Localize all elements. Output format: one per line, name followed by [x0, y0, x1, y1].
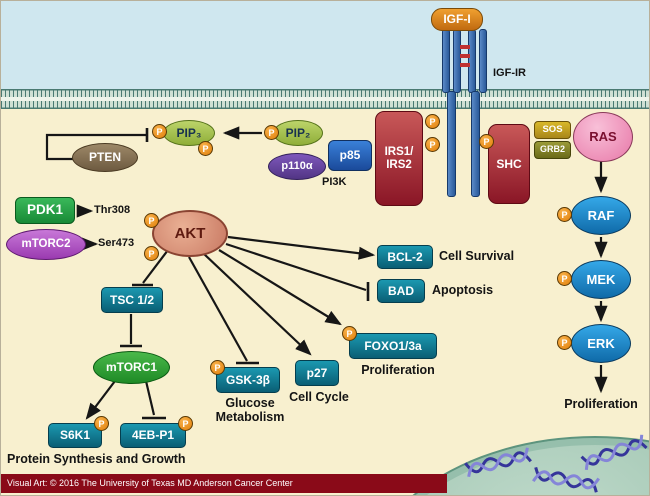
- extracellular-region: [1, 1, 649, 91]
- node-p85: p85: [328, 140, 372, 171]
- node-label: TSC 1/2: [109, 292, 154, 307]
- node-pdk1: PDK1: [15, 197, 75, 224]
- cell-membrane: [1, 89, 649, 109]
- node-mtorc2: mTORC2: [6, 229, 86, 260]
- phospho-icon: P: [557, 207, 572, 222]
- igfir-receptor-bar: [442, 29, 450, 93]
- node-label: IGF-I: [443, 12, 471, 27]
- credit-banner: Visual Art: © 2016 The University of Tex…: [1, 474, 447, 493]
- dna-helix: [464, 447, 532, 478]
- node-igf1: IGF-I: [431, 8, 483, 31]
- node-tsc12: TSC 1/2: [101, 287, 163, 313]
- phospho-icon: P: [144, 246, 159, 261]
- thr308-label: Thr308: [94, 204, 131, 216]
- disulfide-bond: [460, 54, 470, 58]
- proliferation-mid-label: Proliferation: [361, 363, 435, 377]
- dna-helix: [580, 434, 648, 470]
- glucose-line2: Metabolism: [215, 410, 285, 424]
- node-label: FOXO1/3a: [364, 338, 422, 353]
- ser473-label: Ser473: [98, 237, 135, 249]
- node-p27: p27: [295, 360, 339, 386]
- node-label: PIP₂: [285, 125, 311, 140]
- igfir-label: IGF-IR: [493, 67, 526, 79]
- node-label: mTORC1: [105, 360, 158, 375]
- node-raf: RAF: [571, 196, 631, 235]
- phospho-icon: P: [144, 213, 159, 228]
- node-label: PTEN: [88, 150, 121, 165]
- node-mtorc1: mTORC1: [93, 351, 170, 384]
- pi3k-label: PI3K: [322, 176, 347, 188]
- igfir-receptor-stem: [447, 91, 456, 197]
- node-pip2: PIP₂: [273, 120, 323, 146]
- igfir-receptor-bar: [453, 29, 461, 93]
- glucose-line1: Glucose: [225, 396, 275, 410]
- node-p110a: p110α: [268, 153, 326, 180]
- cell-survival-label: Cell Survival: [439, 249, 515, 263]
- phospho-icon: P: [425, 137, 440, 152]
- node-bad: BAD: [377, 279, 425, 303]
- node-label: BAD: [388, 283, 414, 298]
- node-label: RAF: [587, 207, 615, 223]
- node-label: PIP₃: [176, 125, 202, 140]
- glucose-metabolism-label: Glucose Metabolism: [204, 396, 296, 424]
- disulfide-bond: [460, 45, 470, 49]
- node-gsk3b: GSK-3β: [216, 367, 280, 393]
- cell-cycle-label: Cell Cycle: [289, 390, 349, 404]
- node-label: BCL-2: [387, 249, 423, 264]
- phospho-icon: P: [94, 416, 109, 431]
- node-label: GSK-3β: [226, 372, 270, 387]
- phospho-icon: P: [557, 271, 572, 286]
- dna-helix: [532, 466, 600, 493]
- node-mek: MEK: [571, 260, 631, 299]
- igfir-receptor-bar: [468, 29, 476, 93]
- node-shc: SHC: [488, 124, 530, 204]
- node-label: PDK1: [26, 202, 63, 218]
- node-label: p110α: [281, 159, 313, 172]
- node-foxo: FOXO1/3a: [349, 333, 437, 359]
- node-bcl2: BCL-2: [377, 245, 433, 269]
- node-erk: ERK: [571, 324, 631, 363]
- proliferation-right-label: Proliferation: [564, 397, 638, 411]
- node-label: RAS: [589, 129, 617, 145]
- node-sos: SOS: [534, 121, 571, 139]
- phospho-icon: P: [152, 124, 167, 139]
- node-label: p85: [339, 148, 361, 163]
- node-label: S6K1: [59, 428, 91, 443]
- node-label: mTORC2: [21, 238, 71, 251]
- phospho-icon: P: [198, 141, 213, 156]
- phospho-icon: P: [425, 114, 440, 129]
- apoptosis-label: Apoptosis: [432, 283, 494, 297]
- phospho-icon: P: [342, 326, 357, 341]
- disulfide-bond: [460, 63, 470, 67]
- node-label: ERK: [587, 335, 615, 351]
- node-label: GRB2: [539, 144, 565, 155]
- node-label: SOS: [542, 124, 563, 136]
- phospho-icon: P: [264, 125, 279, 140]
- node-label: 4EB-P1: [131, 428, 175, 443]
- phospho-icon: P: [479, 134, 494, 149]
- phospho-icon: P: [178, 416, 193, 431]
- node-label: p27: [306, 365, 328, 380]
- node-akt: AKT: [152, 210, 228, 257]
- node-pten: PTEN: [72, 143, 138, 172]
- phospho-icon: P: [557, 335, 572, 350]
- node-label: IRS1/: [384, 146, 414, 159]
- node-irs1-irs2: IRS1/ IRS2: [375, 111, 423, 206]
- igfir-receptor-bar: [479, 29, 487, 93]
- node-s6k1: S6K1: [48, 423, 102, 448]
- node-label: AKT: [174, 224, 206, 242]
- node-label: SHC: [496, 156, 522, 171]
- node-grb2: GRB2: [534, 141, 571, 159]
- protein-synthesis-label: Protein Synthesis and Growth: [7, 452, 186, 466]
- node-label: MEK: [586, 271, 616, 287]
- node-ras: RAS: [573, 112, 633, 162]
- phospho-icon: P: [210, 360, 225, 375]
- node-label: IRS2: [386, 158, 412, 171]
- node-4ebp1: 4EB-P1: [120, 423, 186, 448]
